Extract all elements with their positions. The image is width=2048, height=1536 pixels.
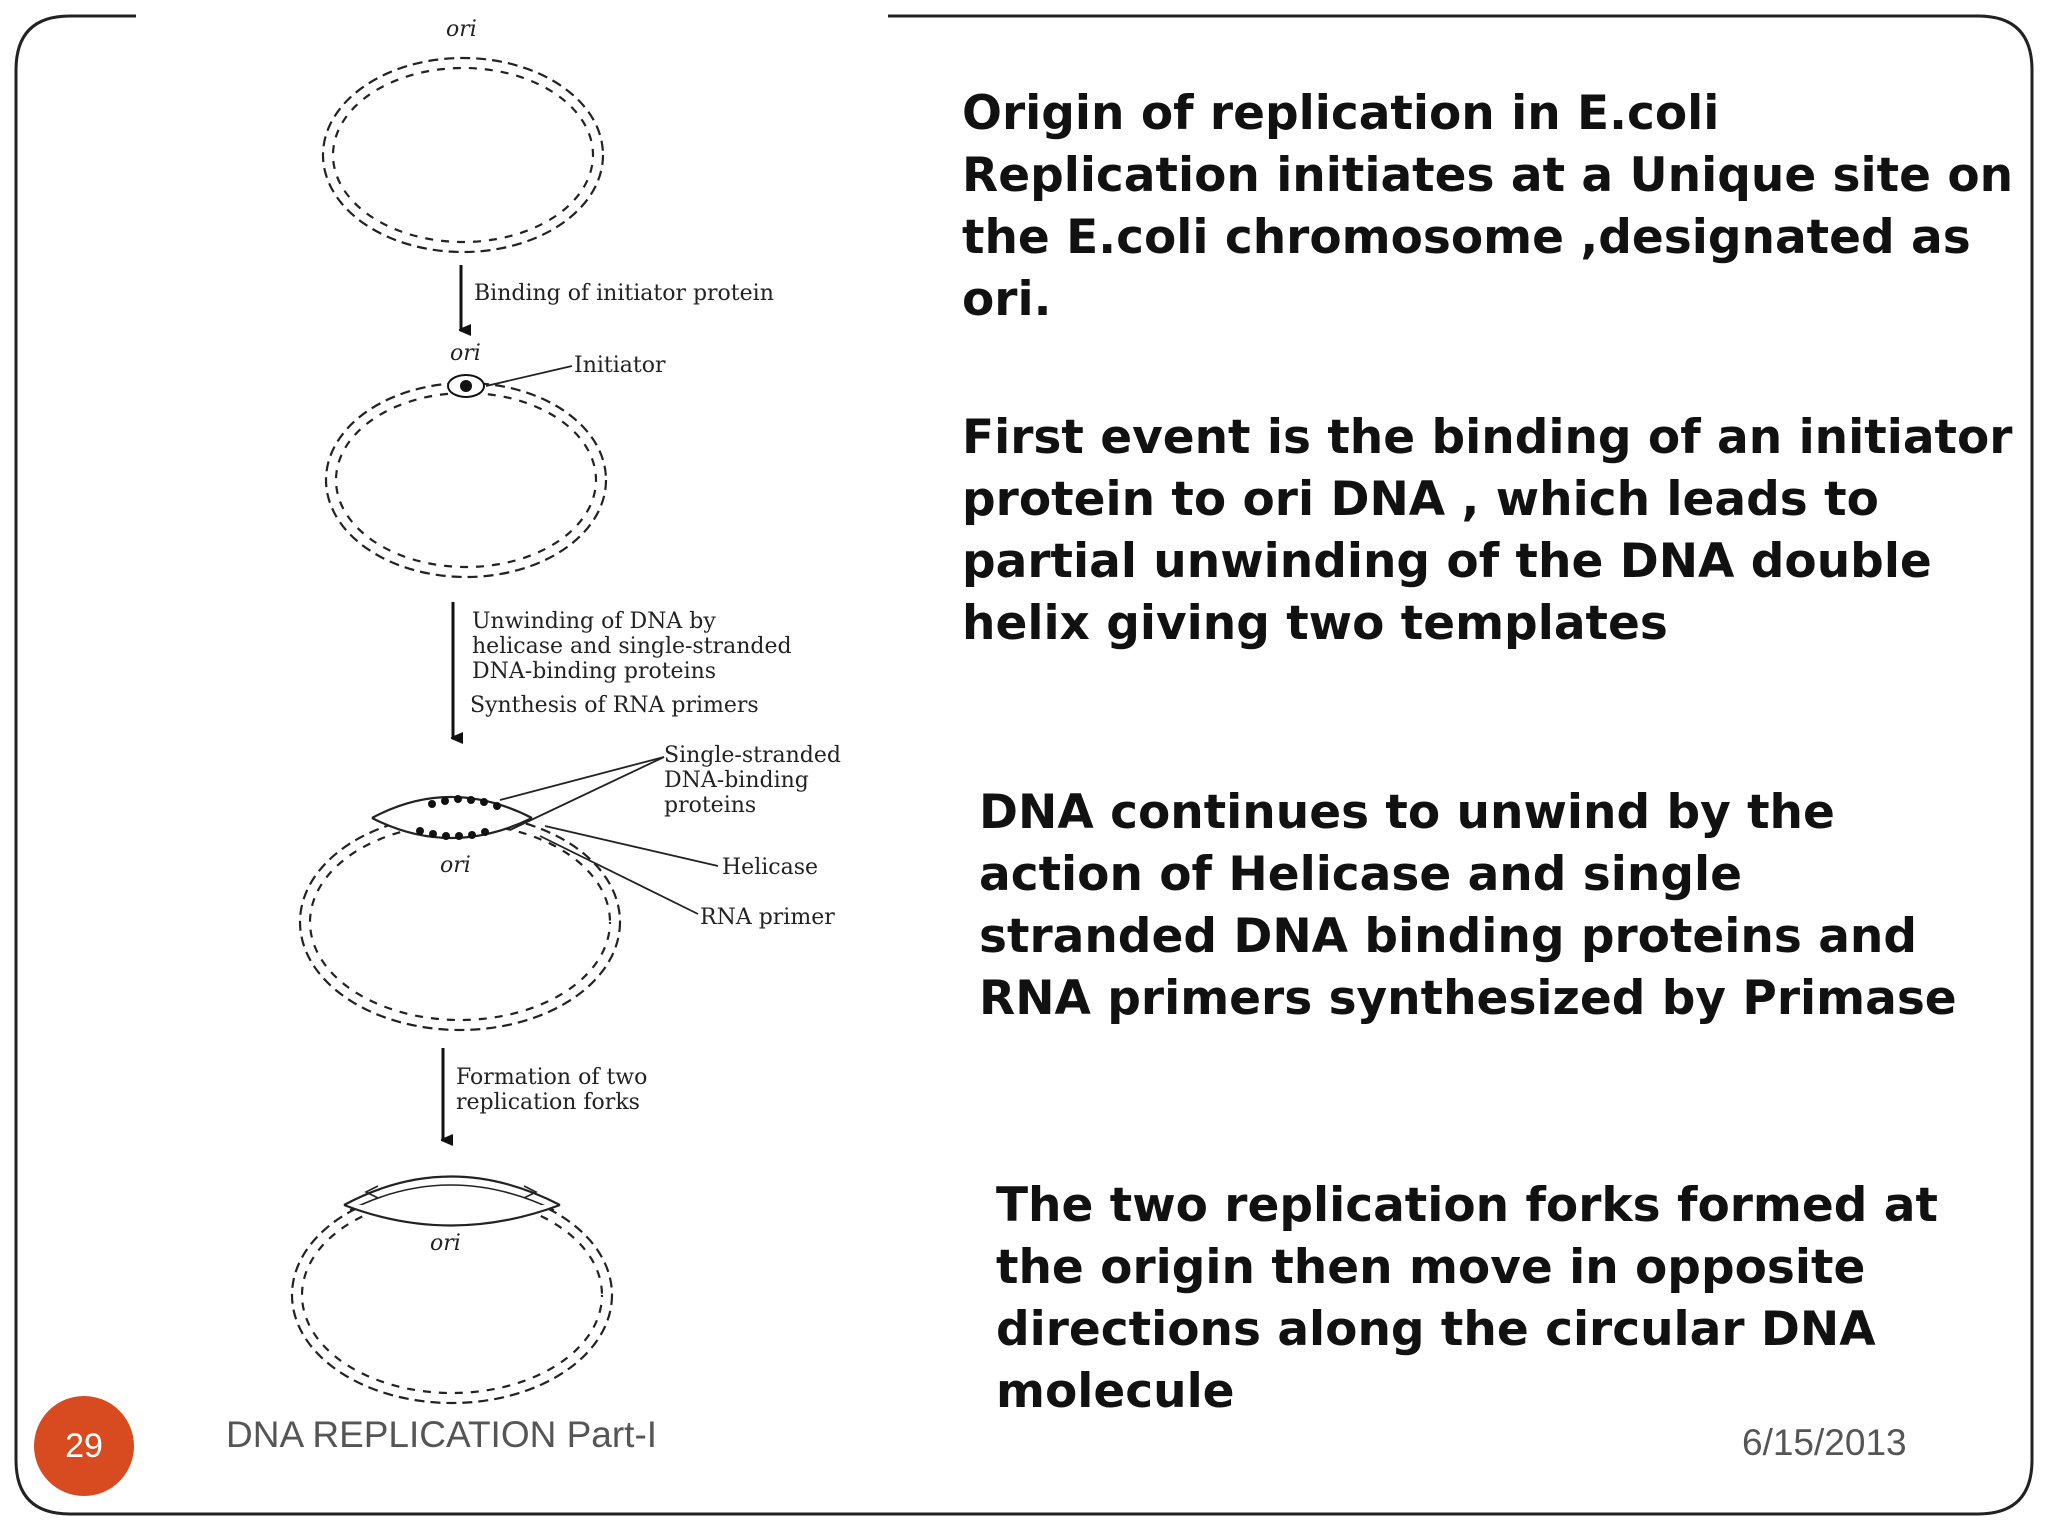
- text-line: the origin then move in opposite: [996, 1240, 1866, 1295]
- replication-bubble: [371, 795, 533, 840]
- step-label-unwinding: Unwinding of DNA by helicase and single-…: [472, 609, 799, 684]
- text-block-unwinding: DNA continues to unwind by the action of…: [979, 782, 1957, 1030]
- text-line: RNA primers synthesized by Primase: [979, 971, 1957, 1026]
- text-line: helix giving two templates: [962, 596, 1668, 651]
- text-block-first-event: First event is the binding of an initiat…: [962, 407, 2012, 655]
- step-label-forks: Formation of two replication forks: [456, 1065, 654, 1115]
- dna-circle-3: [298, 812, 622, 1032]
- text-line: protein to ori DNA , which leads to: [962, 472, 1879, 527]
- text-line: molecule: [996, 1364, 1235, 1419]
- dna-circle-1: [321, 56, 605, 254]
- ssb-label: Single-stranded DNA-binding proteins: [664, 743, 848, 818]
- helicase-pointer: [544, 825, 719, 867]
- text-line: action of Helicase and single: [979, 847, 1742, 902]
- rna-primer-label: RNA primer: [700, 905, 835, 930]
- ssb-pointer-2: [509, 756, 665, 831]
- initiator-label: Initiator: [574, 353, 666, 378]
- ori-label-4: ori: [430, 1231, 461, 1256]
- text-line: partial unwinding of the DNA double: [962, 534, 1932, 589]
- slide-number-badge: 29: [34, 1396, 134, 1496]
- text-line: the E.coli chromosome ,designated as: [962, 210, 1971, 265]
- ssb-pointer-1: [499, 756, 665, 801]
- text-line: Replication initiates at a Unique site o…: [962, 148, 2014, 203]
- ori-label-3: ori: [440, 853, 471, 878]
- text-block-origin: Origin of replication in E.coli Replicat…: [962, 83, 2013, 331]
- text-line: ori.: [962, 272, 1052, 327]
- frame-border-right: [14, 14, 2034, 1516]
- dna-circle-2: [324, 381, 608, 579]
- step-label-primers: Synthesis of RNA primers: [470, 693, 759, 718]
- text-line: stranded DNA binding proteins and: [979, 909, 1918, 964]
- text-line: First event is the binding of an initiat…: [962, 410, 2013, 465]
- footer-date: 6/15/2013: [1742, 1422, 1907, 1463]
- ori-label-1: ori: [446, 17, 477, 42]
- text-line: The two replication forks formed at: [996, 1178, 1938, 1233]
- footer-title: DNA REPLICATION Part-I: [226, 1414, 658, 1455]
- replication-forks: [343, 1175, 561, 1227]
- text-line: directions along the circular DNA: [996, 1302, 1876, 1357]
- rna-primer-pointer: [539, 835, 699, 915]
- text-line: DNA continues to unwind by the: [979, 785, 1835, 840]
- ssb-proteins: [416, 795, 501, 840]
- text-block-forks: The two replication forks formed at the …: [996, 1175, 1938, 1423]
- initiator-dot: [460, 380, 472, 392]
- ori-label-2: ori: [450, 341, 481, 366]
- initiator-pointer: [485, 365, 573, 387]
- helicase-label: Helicase: [722, 855, 818, 880]
- text-line: Origin of replication in E.coli: [962, 86, 1720, 141]
- step-label-binding: Binding of initiator protein: [474, 281, 774, 306]
